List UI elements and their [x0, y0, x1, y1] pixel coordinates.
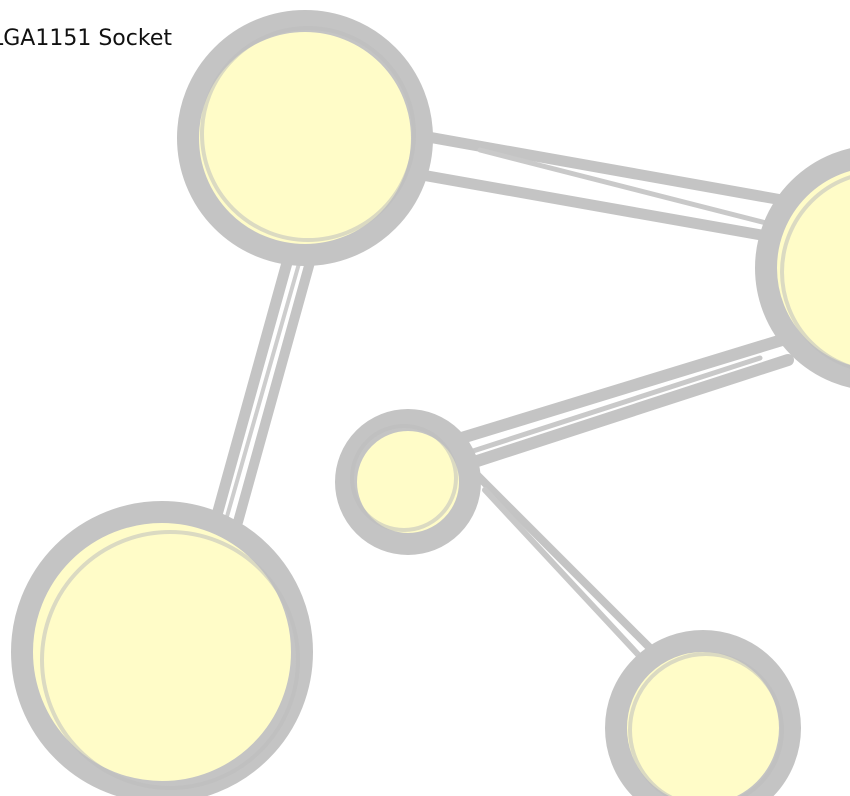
- edge-center-right-stroke-a: [449, 334, 788, 446]
- edge-top-bottomleft-stroke-b: [233, 250, 317, 527]
- edges-layer: [209, 126, 794, 665]
- node-bottom-left: [11, 501, 313, 796]
- edge-top-bottomleft-stroke-a: [209, 246, 296, 528]
- node-center-circle: [335, 409, 481, 555]
- edge-top-right-stroke-c: [477, 147, 773, 227]
- edge-top-right: [394, 126, 788, 244]
- edge-top-right-stroke-b: [399, 166, 784, 244]
- node-bottom-left-sketch-ring: [40, 530, 300, 790]
- edge-center-bottomright: [466, 464, 656, 665]
- node-right-circle: [755, 148, 850, 388]
- edge-center-right-stroke-c: [467, 355, 763, 455]
- diagram-title: LGA1151 Socket: [0, 26, 172, 51]
- node-bottom-left-circle: [11, 501, 313, 796]
- edge-center-bottomright-stroke-a: [466, 464, 656, 654]
- edge-top-bottomleft-stroke-c: [224, 258, 302, 522]
- nodes-layer: [11, 10, 850, 796]
- edge-top-bottomleft: [209, 246, 317, 528]
- edge-center-bottomright-stroke-b: [482, 487, 648, 665]
- edge-center-right-stroke-b: [459, 354, 794, 471]
- edge-center-right: [449, 334, 794, 471]
- node-top-circle: [177, 10, 433, 266]
- edge-top-right-stroke-a: [394, 126, 788, 206]
- node-center-sketch-ring: [350, 424, 458, 532]
- node-center: [335, 409, 481, 555]
- node-bottom-right: [605, 630, 801, 796]
- node-top-sketch-ring: [200, 26, 416, 242]
- node-top: [177, 10, 433, 266]
- node-right-sketch-ring: [780, 175, 850, 369]
- node-bottom-right-circle: [605, 630, 801, 796]
- node-bottom-right-sketch-ring: [628, 652, 784, 796]
- node-right: [755, 148, 850, 388]
